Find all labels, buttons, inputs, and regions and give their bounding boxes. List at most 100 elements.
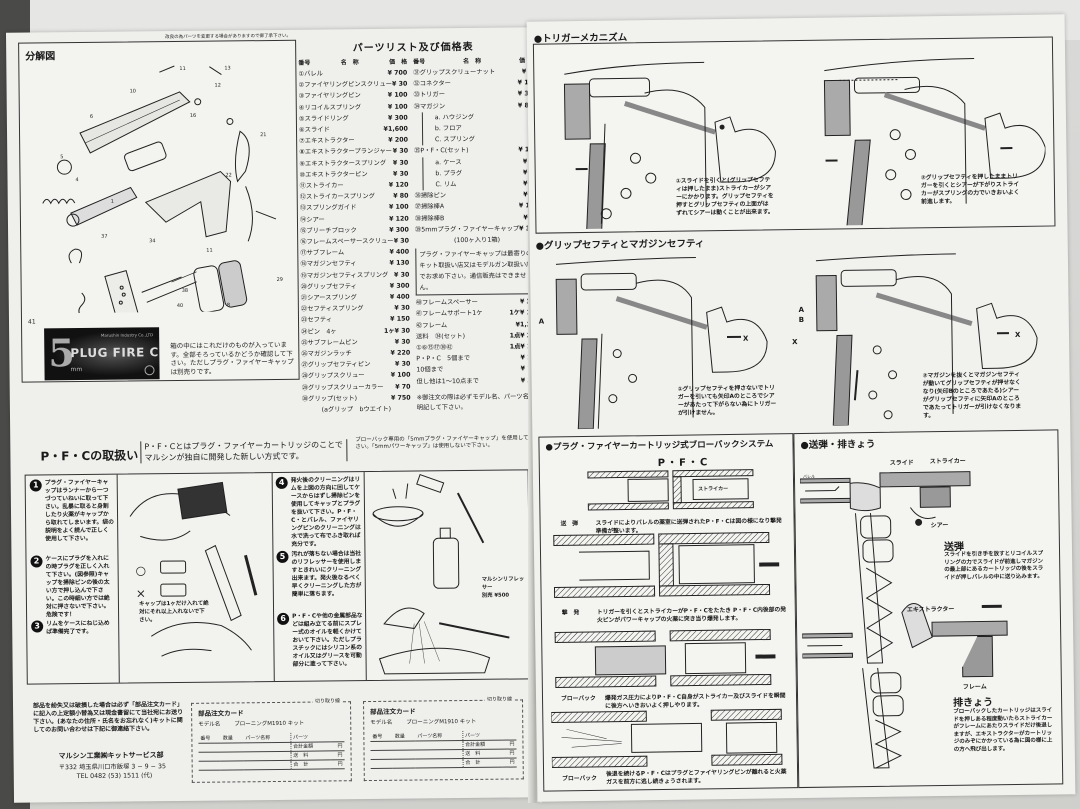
svg-text:29: 29 bbox=[277, 277, 283, 283]
part-price: ¥ 300 bbox=[387, 114, 408, 122]
header-number-2: 番号 bbox=[413, 58, 426, 66]
part-name: ㉜コネクター bbox=[413, 80, 451, 88]
grip-safety-caption-1: ①グリップセフティを押さないでトリガーを引いても矢印Aのところでシアーがあたって… bbox=[677, 385, 777, 417]
emblem-icon bbox=[144, 365, 155, 376]
step-3: 3 リムをケースにねじ込めば準備完了です。 bbox=[31, 620, 115, 637]
pfc-description: P・F・Cとはプラグ・ファイヤーカートリッジのことで マルシンが独自に開発した新… bbox=[140, 439, 348, 464]
part-price: ¥ 100 bbox=[388, 204, 409, 212]
step-6: 6 P・F・Cや他の金属部品などは組み立てる前にスプレー式のオイルを軽くかけてお… bbox=[277, 612, 364, 669]
exploded-view-panel: 分解図 改良の為パーツを変更する場合がありますので御了承下さい。 bbox=[18, 34, 300, 383]
svg-text:37: 37 bbox=[101, 234, 107, 240]
logo-text: PLUG FIRE C bbox=[70, 345, 159, 361]
extractor-label: エキストラクター bbox=[906, 605, 955, 614]
ok-symbol: ○ bbox=[136, 563, 147, 577]
service-department: マルシン工業㈱キットサービス部 bbox=[58, 751, 164, 761]
part-name: ㉘グリップスクリュー bbox=[301, 372, 365, 381]
logo-maker: Marushin Industry Co.,LTD bbox=[100, 332, 154, 338]
parts-row: ⑱マガジンセフティ¥ 130 bbox=[300, 258, 409, 270]
svg-text:10: 10 bbox=[130, 88, 136, 94]
grip-safety-title: ●グリップセフティとマガジンセフティ bbox=[535, 238, 705, 252]
part-name: ②ファイヤリングピンスクリュー bbox=[298, 80, 393, 89]
part-price: ¥ 30 bbox=[392, 159, 409, 167]
feed-eject-title: ●送弾・排きょう bbox=[800, 438, 876, 452]
logo-unit: mm bbox=[70, 366, 83, 374]
blowback-step-label-4: ブローバック bbox=[562, 775, 597, 783]
trigger-caption-1: ①スライドを引くと(グリップセフティは押したまま)ストライカーがシアーにかかりま… bbox=[675, 177, 774, 217]
part-name: ⑱マガジンセフティ bbox=[300, 260, 357, 269]
part-name: ㊳掃除棒B bbox=[414, 214, 445, 223]
parts-row: ㊴5mmプラグ・ファイヤーキャップ¥ 350 bbox=[415, 223, 539, 236]
cleaning-illustration bbox=[372, 474, 510, 675]
svg-text:12: 12 bbox=[215, 83, 221, 89]
cut-line-label: 切り取り線 bbox=[484, 695, 515, 703]
feed-heading: 送弾 bbox=[943, 541, 965, 554]
part-name: ㉚グリップ(セット) bbox=[301, 395, 358, 403]
part-name: 但し他は1〜10点まで bbox=[416, 377, 479, 386]
ng-symbol: × bbox=[136, 586, 146, 600]
parts-row: ㉚グリップ(セット)¥ 750 bbox=[302, 392, 411, 404]
part-name: ⑪ストライカー bbox=[299, 182, 344, 190]
exploded-view-title: 分解図 bbox=[25, 51, 56, 63]
trigger-mechanism-section: ●トリガーメカニズム bbox=[532, 32, 1056, 234]
svg-text:16: 16 bbox=[190, 113, 196, 119]
part-price: ¥ 120 bbox=[389, 215, 409, 223]
parts-row: ㉘グリップスクリュー¥ 100 bbox=[302, 370, 411, 382]
telephone: TEL 0482 (53) 1511 (代) bbox=[76, 772, 153, 781]
blowback-step-text-3: 爆発ガス圧力によりP・F・C自身がストライカー及びスライドを瞬間に後方へいきおい… bbox=[604, 693, 786, 710]
part-name: ⑰サブフレーム bbox=[300, 249, 345, 257]
svg-text:1: 1 bbox=[111, 199, 114, 205]
part-name: ㉙グリップスクリューカラー bbox=[301, 383, 384, 392]
svg-text:5: 5 bbox=[60, 154, 63, 160]
cap-caption: キャップは1ヶだけ入れて絶対にそれ以上入れないで下さい。 bbox=[138, 600, 209, 624]
part-price: ¥ 30 bbox=[392, 80, 408, 88]
part-name: ①バレル bbox=[298, 70, 324, 78]
part-name: ⑮ブリーチブロック bbox=[300, 226, 357, 235]
arrow-label-a: A bbox=[538, 317, 545, 326]
part-price: ¥1,600 bbox=[383, 125, 408, 133]
blowback-diagrams bbox=[550, 469, 783, 769]
grip-note: (aグリップ bウエイト) bbox=[321, 405, 392, 414]
arrow-label-a-2: A bbox=[798, 305, 805, 315]
cap-loading-illustration: ○ × bbox=[129, 481, 258, 657]
part-name: ㉛グリップスクリューナット bbox=[413, 68, 496, 77]
grip-safety-section: ●グリップセフティとマガジンセフティ bbox=[536, 238, 1058, 430]
grip-safety-diagrams bbox=[555, 253, 1038, 430]
exploded-view-note: 改良の為パーツを変更する場合がありますので御了承下さい。 bbox=[165, 33, 292, 41]
order-card-1[interactable]: 切り取り線 部品注文カード モデル名 ブローニングM1910 キット 番号数量パ… bbox=[191, 697, 352, 783]
part-name: a. ケース bbox=[435, 158, 462, 166]
service-address: マルシン工業㈱キットサービス部 〒332 埼玉県川口市飯塚 3 − 9 − 35… bbox=[59, 751, 167, 781]
striker-label: ストライカー bbox=[698, 486, 729, 493]
part-name: b. プラグ bbox=[435, 169, 463, 178]
part-name: ㊲掃除棒A bbox=[414, 203, 445, 211]
parts-list-title: パーツリスト及び価格表 bbox=[352, 41, 474, 55]
part-name: C. リム bbox=[435, 181, 457, 189]
header-name: 名 称 bbox=[340, 59, 359, 67]
part-price: ¥ 150 bbox=[390, 316, 410, 324]
order-card-2[interactable]: 切り取り線 部品注文カード モデル名 ブローニングM1910 キット 番号数量パ… bbox=[363, 695, 524, 782]
order-form-table[interactable]: 番号数量パーツ名称パーツ 合計金額円 送 料円 合 計円 bbox=[198, 732, 345, 770]
part-name: 送料 ㉞(セット) bbox=[415, 332, 466, 341]
striker-label-2: ストライカー bbox=[929, 457, 966, 466]
part-name: ⑭シアー bbox=[299, 216, 325, 224]
part-name: ⑦エキストラクター bbox=[299, 137, 355, 145]
part-price: ¥ 700 bbox=[387, 69, 408, 77]
blowback-step-text-1: スライドによりバレルの薬室に送弾されたP・F・Cは図の様になり撃発準備が整います… bbox=[595, 518, 782, 535]
part-price: ¥ 300 bbox=[389, 282, 410, 290]
part-name: ⑫ストライカースプリング bbox=[299, 193, 376, 201]
arrow-label-b: B bbox=[798, 315, 805, 325]
part-name: ㉖マガジンラッチ bbox=[301, 350, 352, 358]
part-name: ㊵フレームスペーサー bbox=[415, 299, 478, 307]
cut-line-label: 切り取り線 bbox=[312, 697, 343, 705]
part-price: ¥ 30 bbox=[394, 271, 410, 279]
part-price: ¥ 220 bbox=[390, 349, 411, 357]
card-title: 部品注文カード bbox=[198, 709, 244, 718]
blowback-step-label-3: ブローバック bbox=[561, 695, 596, 703]
part-price: ¥ 80 bbox=[393, 192, 409, 200]
part-price: ¥ 400 bbox=[389, 293, 410, 301]
svg-text:6: 6 bbox=[90, 114, 93, 120]
order-form-table[interactable]: 番号数量パーツ名称パーツ 合計金額円 送 料円 合 計円 bbox=[370, 730, 517, 769]
part-name: ㉗グリップセフティピン bbox=[301, 361, 371, 369]
